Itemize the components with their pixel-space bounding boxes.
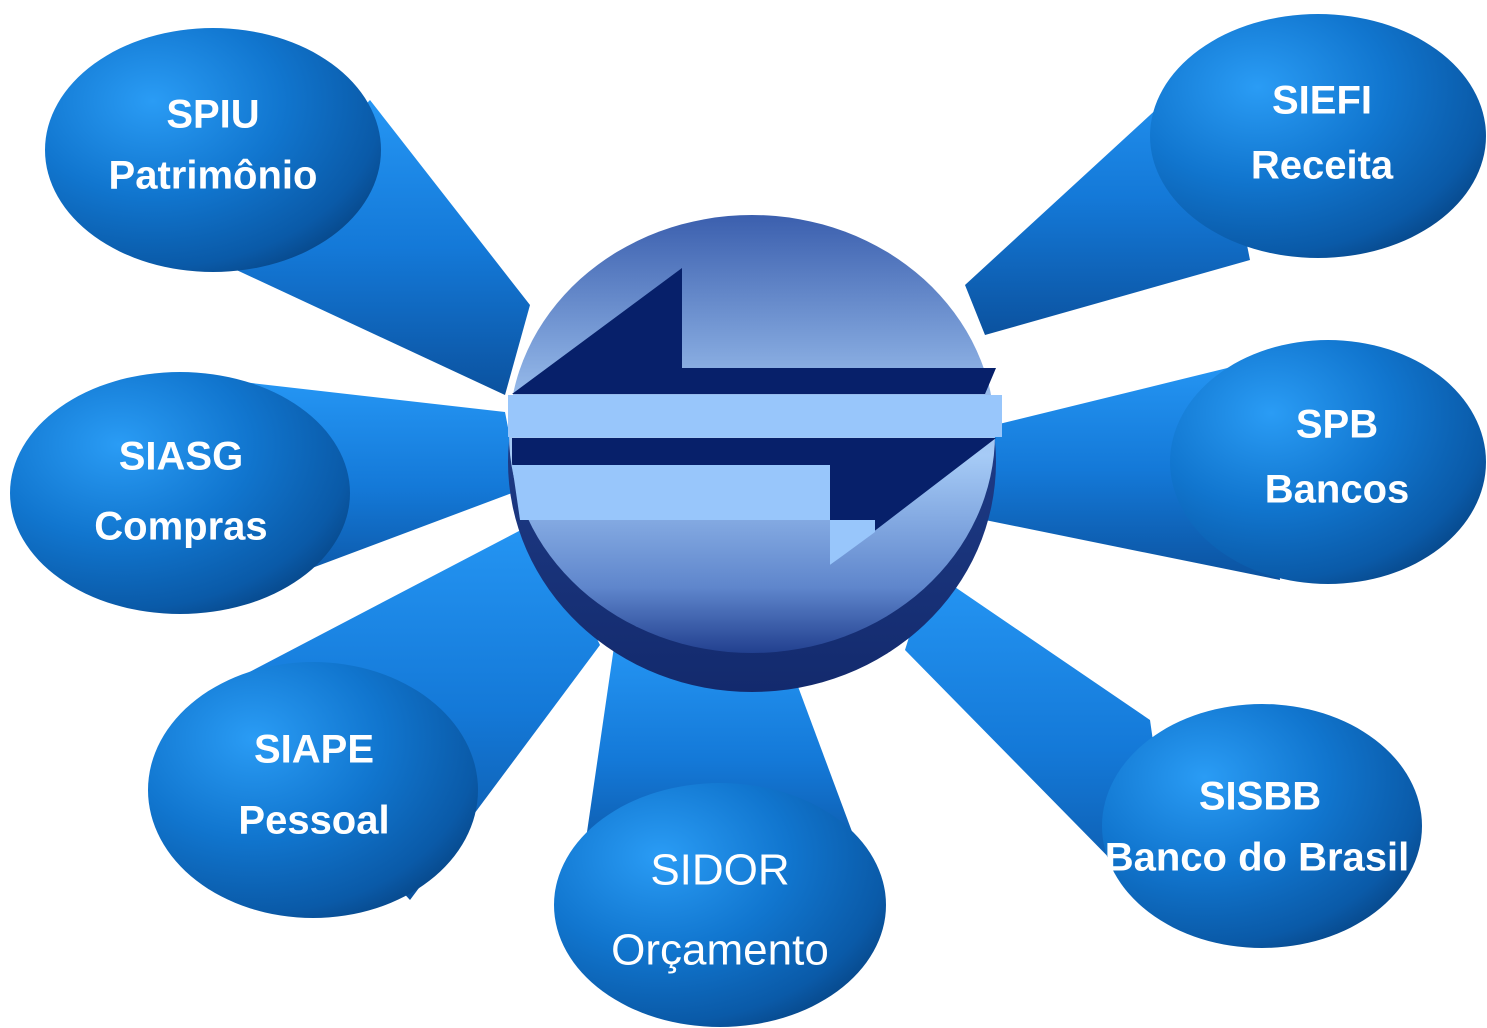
node-spiu-system: SPIU — [166, 93, 259, 137]
node-sidor: SIDOR Orçamento — [554, 783, 886, 1027]
node-sisbb-label: Banco do Brasil — [1105, 836, 1410, 880]
node-siape: SIAPE Pessoal — [148, 662, 478, 918]
node-siasg-label: Compras — [94, 505, 267, 549]
node-spb: SPB Bancos — [1170, 340, 1486, 584]
node-siasg: SIASG Compras — [10, 372, 350, 614]
spoke-spiu — [215, 100, 530, 395]
node-spb-label: Bancos — [1265, 468, 1410, 512]
node-siefi: SIEFI Receita — [1150, 14, 1486, 258]
node-spiu-label: Patrimônio — [109, 154, 318, 198]
exchange-arrows-icon — [508, 268, 1002, 565]
node-spb-system: SPB — [1296, 403, 1378, 447]
hub — [508, 215, 1002, 692]
node-siefi-system: SIEFI — [1272, 79, 1372, 123]
node-siape-system: SIAPE — [254, 728, 374, 772]
node-siape-label: Pessoal — [238, 799, 389, 843]
node-sidor-label: Orçamento — [611, 926, 829, 975]
node-sisbb: SISBB Banco do Brasil — [1102, 704, 1422, 948]
node-siasg-system: SIASG — [119, 435, 243, 479]
node-sidor-system: SIDOR — [650, 846, 789, 895]
node-siefi-label: Receita — [1251, 144, 1394, 188]
node-sisbb-system: SISBB — [1199, 775, 1321, 819]
node-spiu: SPIU Patrimônio — [45, 28, 381, 272]
